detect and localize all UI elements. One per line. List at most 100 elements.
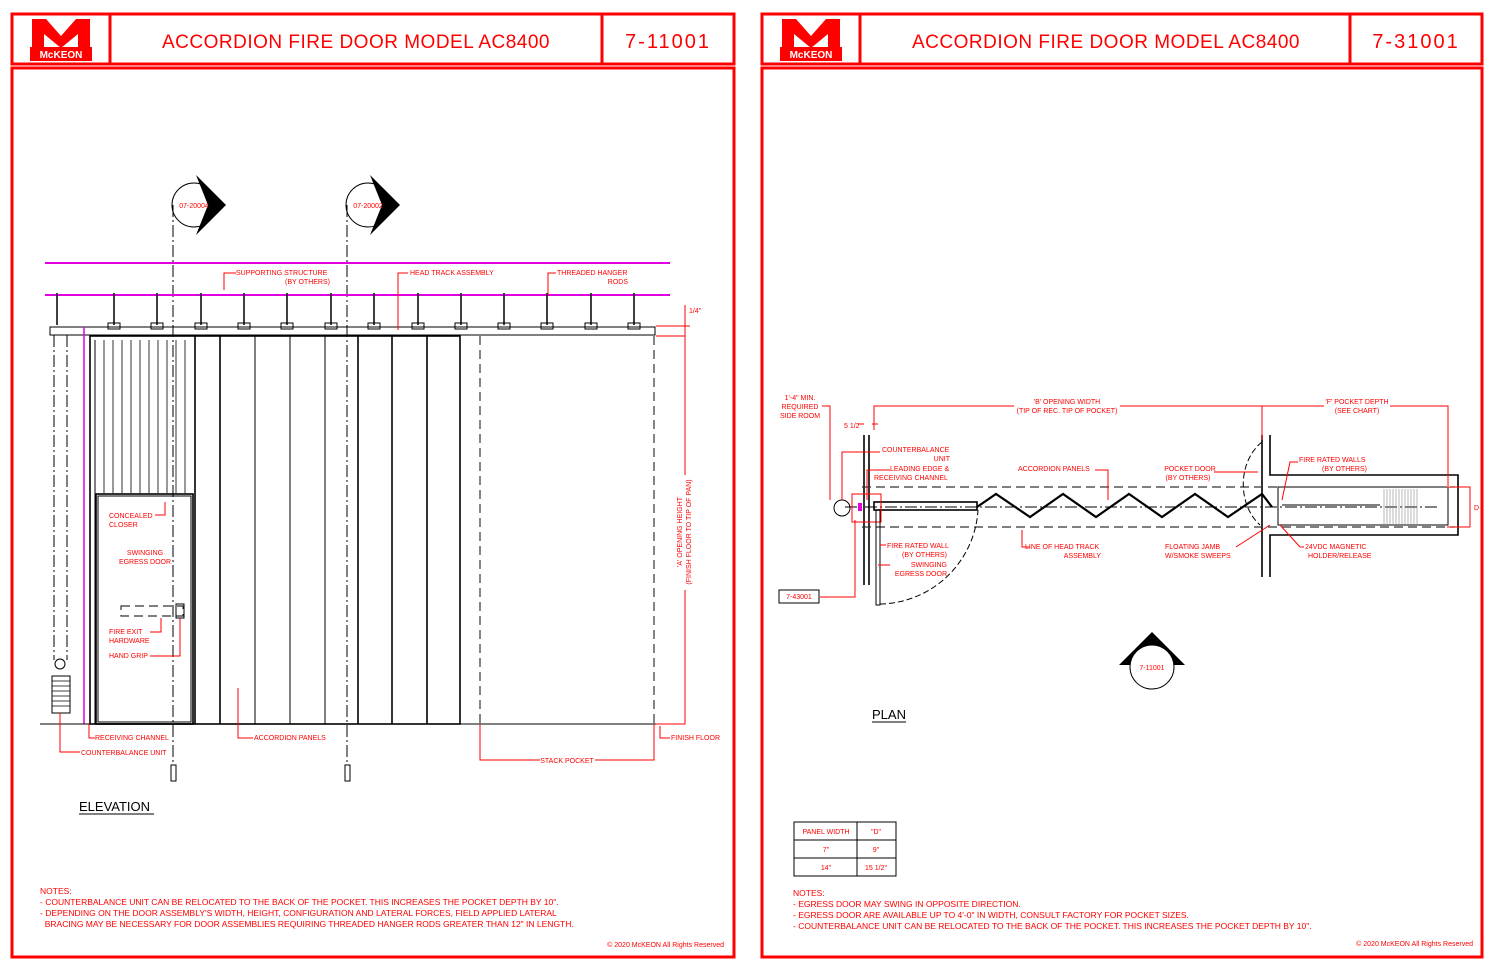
sheet-number: 7-11001	[625, 31, 711, 53]
svg-text:CLOSER: CLOSER	[109, 522, 138, 529]
title-block: McKEON ACCORDION FIRE DOOR MODEL AC8400 …	[760, 12, 1484, 66]
svg-text:9": 9"	[873, 847, 880, 854]
svg-text:FINISH FLOOR: FINISH FLOOR	[671, 735, 720, 742]
sheet-title: ACCORDION FIRE DOOR MODEL AC8400	[912, 32, 1300, 53]
svg-text:14": 14"	[821, 865, 832, 872]
svg-text:FIRE RATED WALLS: FIRE RATED WALLS	[1299, 457, 1366, 464]
svg-text:W/SMOKE SWEEPS: W/SMOKE SWEEPS	[1165, 553, 1231, 560]
svg-text:NOTES:: NOTES:	[40, 886, 72, 896]
title-block: McKEON ACCORDION FIRE DOOR MODEL AC8400 …	[10, 12, 736, 66]
copyright: © 2020 McKEON All Rights Reserved	[1356, 940, 1473, 948]
view-label-plan: PLAN	[872, 707, 906, 722]
svg-text:McKEON: McKEON	[790, 50, 833, 61]
svg-text:COUNTERBALANCE: COUNTERBALANCE	[882, 447, 950, 454]
svg-text:'F' POCKET DEPTH: 'F' POCKET DEPTH	[1325, 399, 1388, 406]
svg-text:HAND GRIP: HAND GRIP	[109, 653, 148, 660]
svg-text:ACCORDION PANELS: ACCORDION PANELS	[1018, 466, 1090, 473]
svg-text:(BY OTHERS): (BY OTHERS)	[285, 279, 330, 286]
accordion-panels	[976, 492, 1273, 519]
svg-text:THREADED HANGER: THREADED HANGER	[557, 270, 627, 277]
sheet-elevation: McKEON ACCORDION FIRE DOOR MODEL AC8400 …	[10, 12, 736, 959]
svg-text:HEAD TRACK ASSEMBLY: HEAD TRACK ASSEMBLY	[410, 270, 494, 277]
section-marker: 07-20004	[171, 175, 226, 235]
svg-text:- EGRESS DOOR ARE AVAILABLE UP: - EGRESS DOOR ARE AVAILABLE UP TO 4'-0" …	[793, 910, 1189, 920]
sheet-frame	[10, 66, 736, 959]
svg-text:SWINGING: SWINGING	[127, 550, 163, 557]
svg-text:- DEPENDING ON THE DOOR ASSEMB: - DEPENDING ON THE DOOR ASSEMBLY'S WIDTH…	[40, 908, 557, 918]
svg-text:FIRE EXIT: FIRE EXIT	[109, 629, 143, 636]
svg-text:1'-4" MIN.: 1'-4" MIN.	[785, 395, 816, 402]
svg-text:RODS: RODS	[608, 279, 629, 286]
svg-text:(BY OTHERS): (BY OTHERS)	[902, 552, 947, 559]
svg-text:FLOATING JAMB: FLOATING JAMB	[1165, 544, 1220, 551]
view-label-elevation: ELEVATION	[79, 799, 150, 814]
copyright: © 2020 McKEON All Rights Reserved	[607, 941, 724, 949]
svg-text:(SEE CHART): (SEE CHART)	[1335, 408, 1380, 415]
notes: NOTES: - EGRESS DOOR MAY SWING IN OPPOSI…	[793, 888, 1312, 931]
svg-text:EGRESS DOOR: EGRESS DOOR	[119, 559, 171, 566]
svg-text:D: D	[1474, 505, 1479, 512]
svg-text:(TIP OF REC. TIP OF POCKET): (TIP OF REC. TIP OF POCKET)	[1017, 408, 1118, 415]
threaded-hanger-rods	[56, 293, 635, 325]
svg-text:07-20002: 07-20002	[353, 203, 383, 210]
svg-text:REQUIRED: REQUIRED	[782, 404, 819, 411]
notes: NOTES: - COUNTERBALANCE UNIT CAN BE RELO…	[40, 886, 574, 929]
svg-text:HARDWARE: HARDWARE	[109, 638, 150, 645]
swinging-egress-door	[875, 509, 979, 606]
fire-rated-wall	[863, 435, 870, 585]
section-marker[interactable]: 7-11001	[1119, 632, 1185, 690]
fire-rated-walls-pocket	[1261, 435, 1459, 577]
svg-text:(BY OTHERS): (BY OTHERS)	[1166, 475, 1211, 482]
sheet-title: ACCORDION FIRE DOOR MODEL AC8400	[162, 32, 550, 53]
svg-text:HOLDER/RELEASE: HOLDER/RELEASE	[1308, 553, 1372, 560]
svg-text:1/4": 1/4"	[689, 308, 702, 315]
svg-text:7-43001: 7-43001	[786, 594, 812, 601]
svg-text:COUNTERBALANCE UNIT: COUNTERBALANCE UNIT	[81, 750, 167, 757]
svg-text:24VDC MAGNETIC: 24VDC MAGNETIC	[1305, 544, 1366, 551]
sheet-plan: McKEON ACCORDION FIRE DOOR MODEL AC8400 …	[760, 12, 1484, 959]
svg-text:(FINISH FLOOR TO TIP OF PAN): (FINISH FLOOR TO TIP OF PAN)	[686, 479, 693, 584]
sheet-number: 7-31001	[1372, 31, 1459, 53]
svg-text:ACCORDION PANELS: ACCORDION PANELS	[254, 735, 326, 742]
section-marker: 07-20002	[345, 175, 400, 235]
svg-text:LINE OF HEAD TRACK: LINE OF HEAD TRACK	[1025, 544, 1099, 551]
svg-text:- EGRESS DOOR MAY SWING IN OPP: - EGRESS DOOR MAY SWING IN OPPOSITE DIRE…	[793, 899, 1021, 909]
svg-text:PANEL WIDTH: PANEL WIDTH	[802, 829, 849, 836]
counterbalance-unit	[51, 335, 71, 714]
svg-text:7-11001: 7-11001	[1139, 665, 1164, 672]
detail-reference-tag[interactable]: 7-43001	[778, 589, 820, 604]
svg-text:RECEIVING CHANNEL: RECEIVING CHANNEL	[95, 735, 169, 742]
svg-text:"D": "D"	[871, 829, 882, 836]
svg-text:BRACING MAY BE NECESSARY FOR D: BRACING MAY BE NECESSARY FOR DOOR ASSEMB…	[40, 919, 574, 929]
svg-text:FIRE RATED WALL: FIRE RATED WALL	[887, 543, 949, 550]
sheet-frame	[760, 66, 1484, 959]
svg-text:CONCEALED: CONCEALED	[109, 513, 153, 520]
svg-text:5 1/2: 5 1/2	[844, 423, 860, 430]
svg-text:McKEON: McKEON	[40, 50, 83, 61]
mckeon-logo: McKEON	[30, 19, 92, 61]
mckeon-logo: McKEON	[780, 19, 842, 61]
svg-text:SUPPORTING STRUCTURE: SUPPORTING STRUCTURE	[236, 270, 328, 277]
svg-text:'A' OPENING HEIGHT: 'A' OPENING HEIGHT	[677, 496, 684, 567]
svg-text:UNIT: UNIT	[934, 456, 951, 463]
head-track-assembly	[49, 322, 656, 336]
svg-text:EGRESS DOOR: EGRESS DOOR	[895, 571, 947, 578]
svg-text:POCKET DOOR: POCKET DOOR	[1164, 466, 1216, 473]
svg-text:STACK POCKET: STACK POCKET	[540, 758, 594, 765]
svg-text:15 1/2": 15 1/2"	[865, 865, 887, 872]
svg-text:RECEIVING CHANNEL: RECEIVING CHANNEL	[874, 475, 948, 482]
svg-text:ASSEMBLY: ASSEMBLY	[1064, 553, 1102, 560]
svg-text:'B' OPENING WIDTH: 'B' OPENING WIDTH	[1034, 399, 1100, 406]
svg-text:- COUNTERBALANCE UNIT CAN BE R: - COUNTERBALANCE UNIT CAN BE RELOCATED T…	[40, 897, 559, 907]
svg-text:07-20004: 07-20004	[179, 203, 209, 210]
svg-text:7": 7"	[823, 847, 830, 854]
svg-text:(BY OTHERS): (BY OTHERS)	[1322, 466, 1367, 473]
svg-text:- COUNTERBALANCE UNIT CAN BE R: - COUNTERBALANCE UNIT CAN BE RELOCATED T…	[793, 921, 1312, 931]
accordion-panels	[89, 335, 461, 725]
leading-edge	[873, 501, 978, 511]
svg-text:LEADING EDGE &: LEADING EDGE &	[890, 466, 949, 473]
svg-text:SIDE ROOM: SIDE ROOM	[780, 413, 820, 420]
svg-text:NOTES:: NOTES:	[793, 888, 825, 898]
pocket-door-swing	[1242, 441, 1263, 526]
